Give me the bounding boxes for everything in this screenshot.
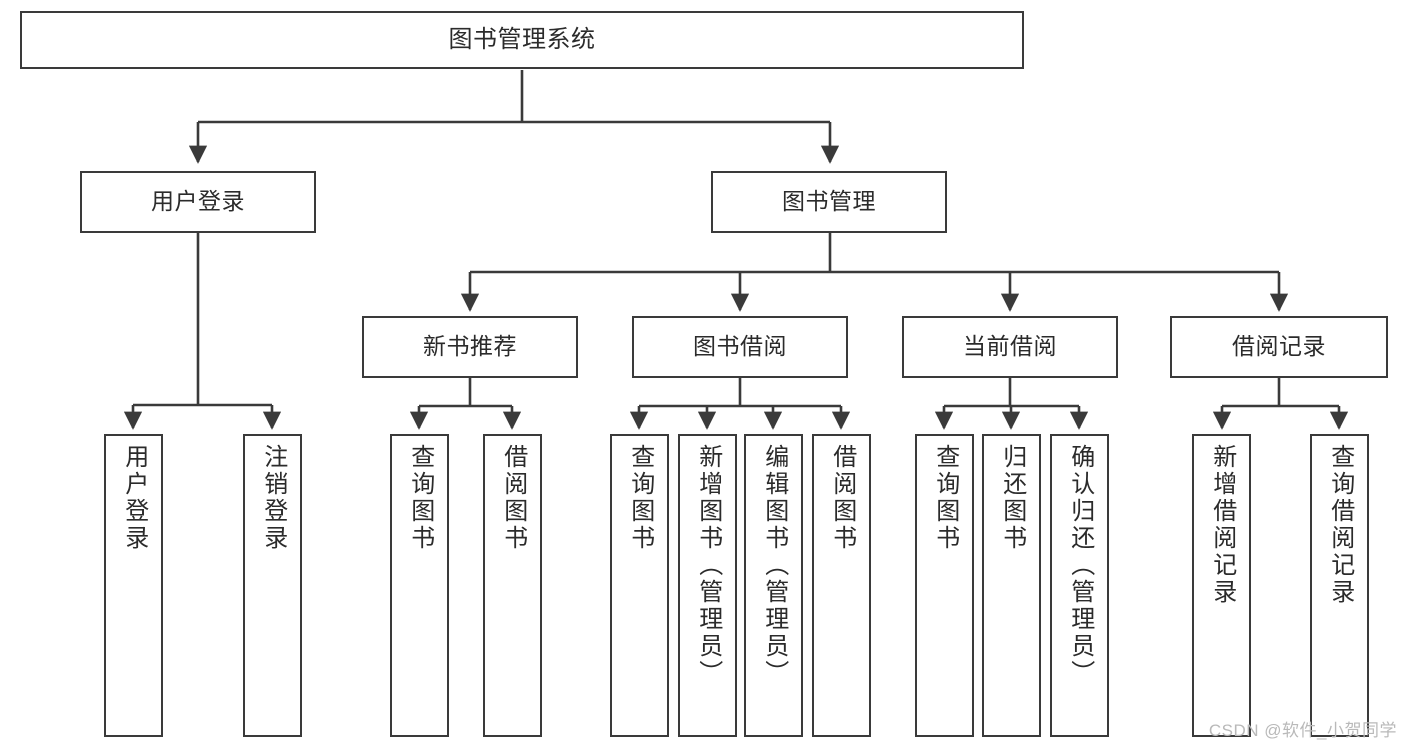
node-label: 新增借阅记录 <box>1208 444 1236 606</box>
node-label: 图书管理 <box>782 188 876 215</box>
leaf-borrow-query-book[interactable]: 查询图书 <box>610 434 669 737</box>
node-label: 查询图书 <box>406 444 434 552</box>
node-label: 查询图书 <box>931 444 959 552</box>
leaf-user-login-logout[interactable]: 注销登录 <box>243 434 302 737</box>
node-label: 注销登录 <box>259 444 287 552</box>
leaf-record-query-record[interactable]: 查询借阅记录 <box>1310 434 1369 737</box>
node-user-login[interactable]: 用户登录 <box>80 171 316 233</box>
node-borrow-record[interactable]: 借阅记录 <box>1170 316 1388 378</box>
node-new-book-recommend[interactable]: 新书推荐 <box>362 316 578 378</box>
leaf-borrow-add-book-admin[interactable]: 新增图书（管理员） <box>678 434 737 737</box>
node-label: 编辑图书（管理员） <box>760 444 788 687</box>
node-label: 图书借阅 <box>693 333 787 360</box>
node-label: 当前借阅 <box>963 333 1057 360</box>
leaf-recommend-query-book[interactable]: 查询图书 <box>390 434 449 737</box>
leaf-current-confirm-return-admin[interactable]: 确认归还（管理员） <box>1050 434 1109 737</box>
node-book-management[interactable]: 图书管理 <box>711 171 947 233</box>
node-label: 查询借阅记录 <box>1326 444 1354 606</box>
leaf-borrow-edit-book-admin[interactable]: 编辑图书（管理员） <box>744 434 803 737</box>
node-label: 用户登录 <box>120 444 148 552</box>
node-label: 图书管理系统 <box>448 25 596 53</box>
node-label: 借阅图书 <box>828 444 856 552</box>
leaf-recommend-borrow-book[interactable]: 借阅图书 <box>483 434 542 737</box>
node-label: 用户登录 <box>151 188 245 215</box>
node-root-system[interactable]: 图书管理系统 <box>20 11 1024 69</box>
node-label: 借阅图书 <box>499 444 527 552</box>
node-current-borrow[interactable]: 当前借阅 <box>902 316 1118 378</box>
node-label: 新增图书（管理员） <box>694 444 722 687</box>
node-label: 借阅记录 <box>1232 333 1326 360</box>
watermark: CSDN @软件_小贺同学 <box>1208 721 1397 740</box>
leaf-current-query-book[interactable]: 查询图书 <box>915 434 974 737</box>
node-label: 查询图书 <box>626 444 654 552</box>
node-label: 归还图书 <box>998 444 1026 552</box>
leaf-user-login-login[interactable]: 用户登录 <box>104 434 163 737</box>
leaf-record-add-record[interactable]: 新增借阅记录 <box>1192 434 1251 737</box>
node-label: 新书推荐 <box>423 333 517 360</box>
leaf-borrow-borrow-book[interactable]: 借阅图书 <box>812 434 871 737</box>
node-label: 确认归还（管理员） <box>1066 444 1094 687</box>
leaf-current-return-book[interactable]: 归还图书 <box>982 434 1041 737</box>
node-book-borrow[interactable]: 图书借阅 <box>632 316 848 378</box>
